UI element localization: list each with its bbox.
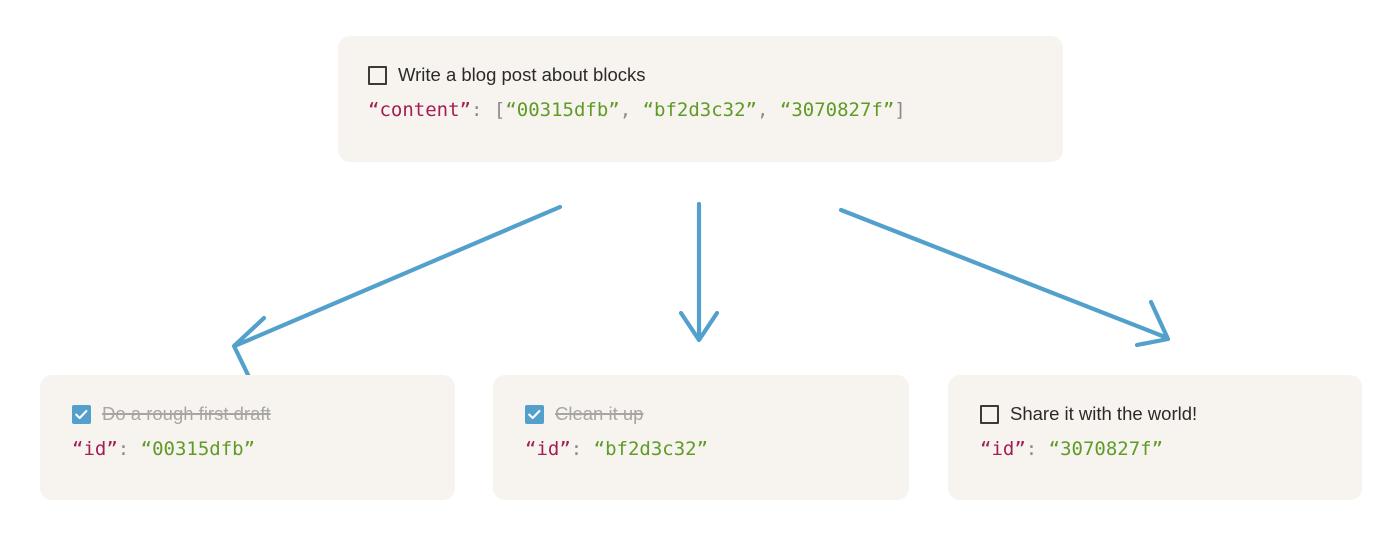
json-bracket-close: ] [894,99,906,121]
json-colon: : [570,438,583,460]
child-task-label: Share it with the world! [1010,403,1198,424]
root-json-line: “content”: [“00315dfb”, “bf2d3c32”, “307… [368,97,1033,123]
checkbox-checked-icon[interactable] [525,404,544,424]
checkbox-empty-icon[interactable] [368,65,387,85]
check-mark-icon [75,409,88,419]
child-block-card[interactable]: Clean it up “id”: “bf2d3c32” [493,375,909,500]
arrow-to-third-child [838,207,1171,348]
json-id-value: “00315dfb” [140,438,256,460]
json-array-value-2: “3070827f” [779,99,895,121]
json-colon: : [470,99,483,121]
child-block-card[interactable]: Share it with the world! “id”: “3070827f… [948,375,1362,500]
child-block-card[interactable]: Do a rough first draft “id”: “00315dfb” [40,375,455,500]
json-array-value-1: “bf2d3c32” [642,99,757,121]
child-task-label: Do a rough first draft [102,403,271,424]
json-key: “id” [525,438,571,460]
json-key: “id” [72,438,118,460]
checkbox-checked-icon[interactable] [72,404,91,424]
root-task-label: Write a blog post about blocks [398,64,646,85]
child-task-label: Clean it up [555,403,644,424]
child-json-line: “id”: “bf2d3c32” [525,436,877,462]
json-colon: : [117,438,130,460]
child-task-row: Share it with the world! [980,401,1330,427]
json-bracket-open: [ [493,99,506,121]
json-array-value-0: “00315dfb” [505,99,620,121]
json-key: “content” [368,99,471,121]
checkbox-empty-icon[interactable] [980,404,999,424]
check-mark-icon [528,409,541,419]
json-comma-0: , [619,99,632,121]
child-task-row: Clean it up [525,401,877,427]
json-id-value: “3070827f” [1048,438,1164,460]
child-json-line: “id”: “00315dfb” [72,436,423,462]
root-task-row: Write a blog post about blocks [368,62,1033,88]
json-key: “id” [980,438,1026,460]
json-comma-1: , [757,99,769,121]
json-colon: : [1025,438,1038,460]
child-json-line: “id”: “3070827f” [980,436,1330,462]
arrow-to-second-child [678,201,720,343]
child-task-row: Do a rough first draft [72,401,423,427]
root-block-card[interactable]: Write a blog post about blocks “content”… [338,36,1063,162]
json-id-value: “bf2d3c32” [593,438,709,460]
arrow-to-first-child [231,204,563,382]
